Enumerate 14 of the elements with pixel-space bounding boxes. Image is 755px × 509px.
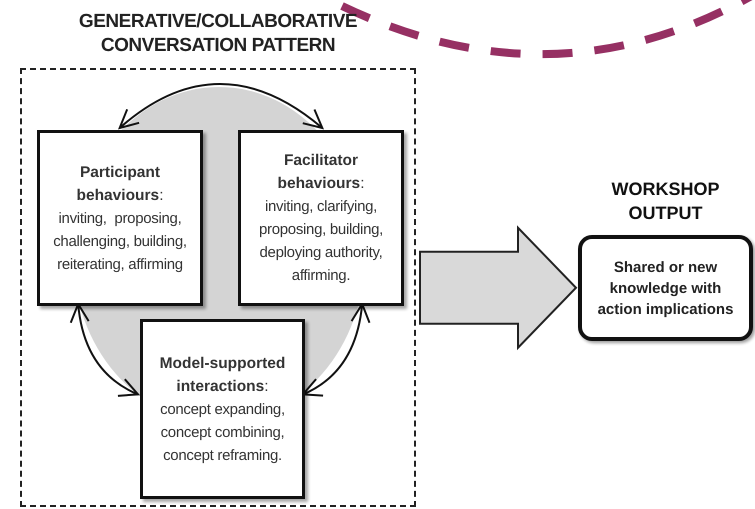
behaviour-box	[140, 319, 305, 499]
behaviour-box	[37, 130, 203, 306]
behaviour-box	[238, 130, 404, 306]
box-heading: Participant behaviours:	[75, 162, 164, 206]
group-heading: GENERATIVE/COLLABORATIVE CONVERSATION PATTERN	[78, 10, 358, 58]
output-text: Shared or new knowledge with action implications	[596, 258, 734, 320]
block-arrow	[419, 225, 578, 350]
box-text: concept expanding, concept combining, concept reframing.	[159, 400, 286, 466]
output-heading: WORKSHOP OUTPUT	[610, 178, 720, 225]
box-text: inviting, clarifying, proposing, building, deploying authority, affirming.	[258, 197, 384, 286]
box-text: inviting, proposing, challenging, building, reiterating, affirming	[52, 208, 188, 274]
box-heading: Facilitator behaviours:	[276, 151, 366, 194]
box-heading: Model-supported interactions:	[158, 354, 286, 396]
cycle-arrow	[118, 83, 324, 129]
